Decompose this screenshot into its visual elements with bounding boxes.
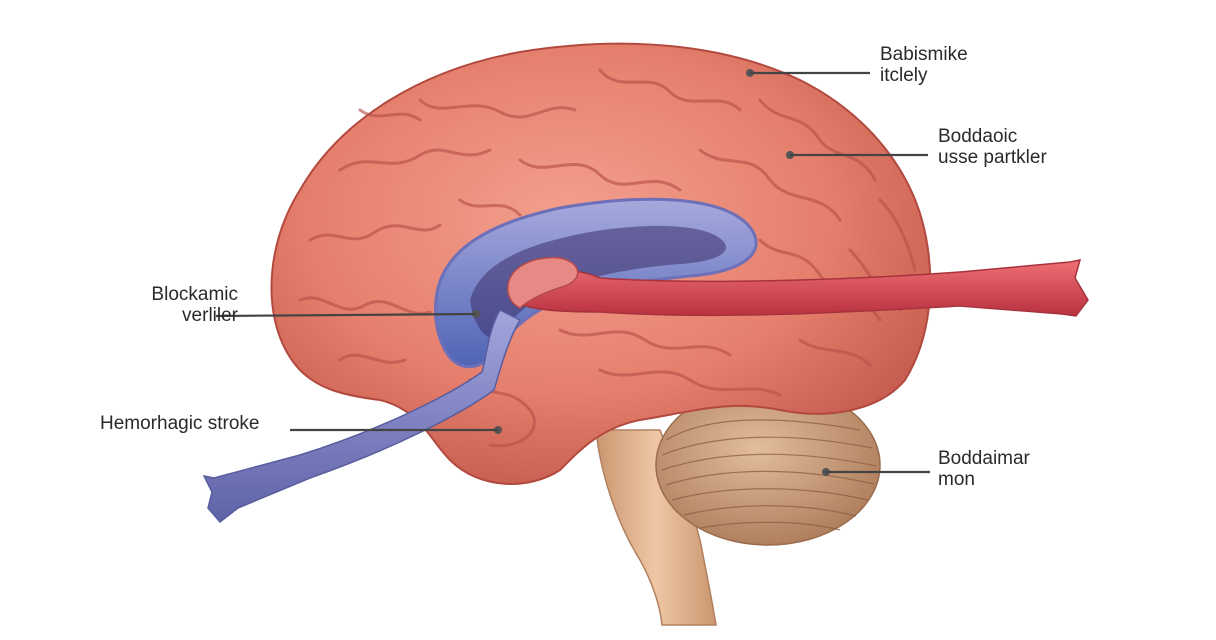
label-mid-right-line2: usse partkler xyxy=(938,147,1047,168)
label-top-right-line1: Babismike xyxy=(880,44,968,65)
label-bottom-right-line2: mon xyxy=(938,469,975,490)
red-artery xyxy=(509,259,1089,317)
artery-loop xyxy=(507,256,579,309)
cortex-folds xyxy=(298,68,917,448)
blue-vein xyxy=(202,309,522,524)
label-top-right: Babismike itclely xyxy=(880,44,968,86)
label-left-lower-line1: Hemorhagic stroke xyxy=(100,413,260,434)
label-mid-right: Boddaoic usse partkler xyxy=(938,126,1047,168)
label-mid-right-line1: Boddaoic xyxy=(938,126,1018,147)
label-left-upper: Blockamic verliler xyxy=(120,284,238,326)
label-left-upper-line2: verliler xyxy=(182,305,238,326)
label-left-upper-line1: Blockamic xyxy=(151,284,238,305)
leader-lines xyxy=(215,71,930,474)
label-bottom-right: Boddaimar mon xyxy=(938,448,1030,490)
label-top-right-line2: itclely xyxy=(880,65,928,86)
label-left-lower: Hemorhagic stroke xyxy=(100,413,259,434)
label-bottom-right-line1: Boddaimar xyxy=(938,448,1030,469)
ventricle-inner xyxy=(470,225,726,339)
